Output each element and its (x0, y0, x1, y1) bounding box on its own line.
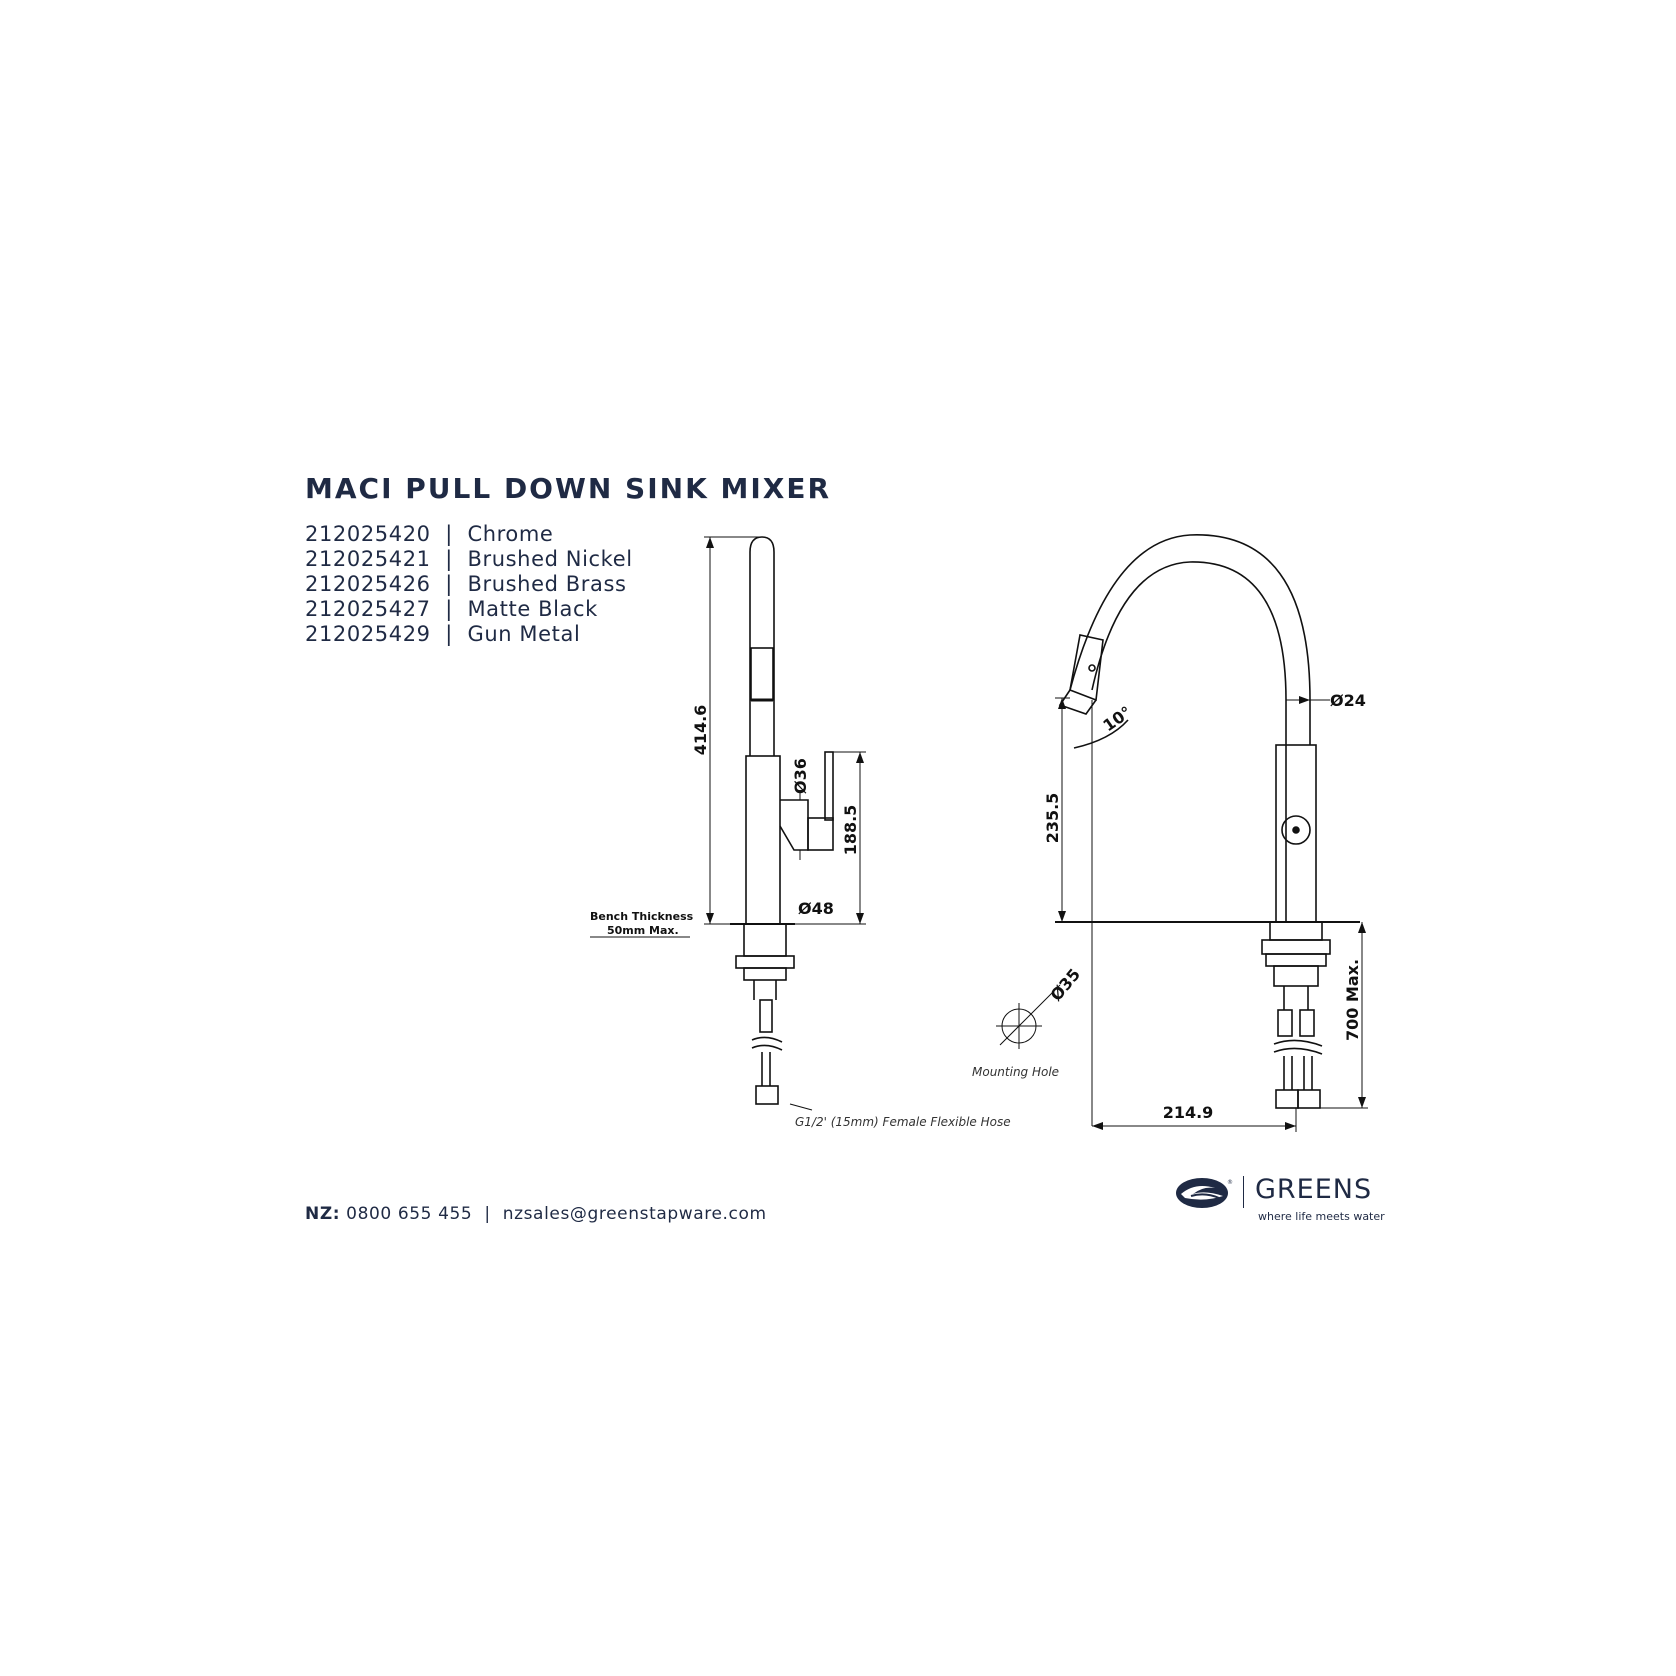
spout-diameter-dimension: Ø24 (1330, 691, 1366, 710)
mounting-hole-label: Mounting Hole (972, 1065, 1059, 1079)
hose-length-dimension: 700 Max. (1343, 959, 1362, 1041)
contact-separator: | (484, 1204, 491, 1224)
greens-wave-logo-icon: ® (1176, 1178, 1233, 1208)
product-code-row: 212025420 | Chrome (305, 522, 633, 547)
side-hose-nut (755, 1085, 779, 1105)
side-spray-head (750, 647, 774, 701)
brand-name: GREENS (1255, 1174, 1373, 1205)
product-finish: Gun Metal (467, 622, 581, 646)
contact-region-label: NZ: (305, 1204, 341, 1224)
handle-height-dimension: 188.5 (841, 805, 860, 856)
front-gooseneck-outer (1069, 534, 1311, 745)
front-dimensions (996, 697, 1368, 1132)
front-hose-nut-right (1297, 1089, 1321, 1109)
front-hose-nut-left (1275, 1089, 1299, 1109)
base-diameter-dimension: Ø48 (798, 899, 834, 918)
separator: | (445, 597, 453, 621)
handle-diameter-dimension: Ø36 (791, 758, 810, 794)
product-code: 212025421 (305, 547, 431, 571)
front-handle-knob (1281, 815, 1311, 845)
product-finish: Chrome (467, 522, 554, 546)
mounting-hole-diameter-dimension: Ø35 (1047, 965, 1085, 1005)
front-gooseneck-inner (1091, 561, 1287, 745)
side-dimensions (590, 536, 866, 1111)
spray-angle-arc (1073, 719, 1129, 749)
hose-note: G1/2' (15mm) Female Flexible Hose (795, 1115, 1011, 1129)
side-dimension-arrows (706, 537, 864, 924)
separator: | (445, 622, 453, 646)
contact-line: NZ: 0800 655 455 | nzsales@greenstapware… (305, 1204, 767, 1224)
spray-angle-dimension: 10° (1099, 702, 1135, 735)
reach-dimension: 214.9 (1163, 1103, 1214, 1122)
side-mixer-body (745, 755, 781, 925)
side-hose-fitting (759, 999, 773, 1033)
brand-divider (1243, 1176, 1244, 1208)
product-code: 212025427 (305, 597, 431, 621)
product-code: 212025426 (305, 572, 431, 596)
product-code: 212025429 (305, 622, 431, 646)
product-code-row: 212025429 | Gun Metal (305, 622, 633, 647)
brand-logo: ® GREENS where life meets water (1175, 1172, 1395, 1228)
product-code: 212025420 (305, 522, 431, 546)
side-mounting-nut (735, 955, 795, 969)
product-code-row: 212025421 | Brushed Nickel (305, 547, 633, 572)
side-handle-lever (824, 751, 834, 821)
side-height-dimension: 414.6 (691, 705, 710, 756)
contact-email[interactable]: nzsales@greenstapware.com (502, 1204, 767, 1224)
product-finish: Brushed Brass (467, 572, 627, 596)
front-mounting-nut (1261, 939, 1331, 955)
bench-thickness-label: Bench Thickness (590, 910, 694, 923)
separator: | (445, 547, 453, 571)
product-code-list: 212025420 | Chrome 212025421 | Brushed N… (305, 522, 633, 647)
side-handle-hub (779, 799, 809, 851)
front-dimension-arrows (1058, 696, 1366, 1130)
svg-text:®: ® (1227, 1179, 1233, 1186)
front-view (1055, 534, 1360, 1109)
spout-height-dimension: 235.5 (1043, 793, 1062, 844)
side-view (730, 536, 834, 1105)
product-code-row: 212025426 | Brushed Brass (305, 572, 633, 597)
product-code-row: 212025427 | Matte Black (305, 597, 633, 622)
brand-tagline: where life meets water (1258, 1210, 1385, 1223)
bench-thickness-max-label: 50mm Max. (607, 924, 679, 937)
product-finish: Brushed Nickel (467, 547, 633, 571)
separator: | (445, 572, 453, 596)
product-finish: Matte Black (467, 597, 598, 621)
page-title: MACI PULL DOWN SINK MIXER (305, 472, 832, 505)
separator: | (445, 522, 453, 546)
side-spout-tube (749, 536, 775, 700)
contact-phone: 0800 655 455 (346, 1204, 473, 1224)
